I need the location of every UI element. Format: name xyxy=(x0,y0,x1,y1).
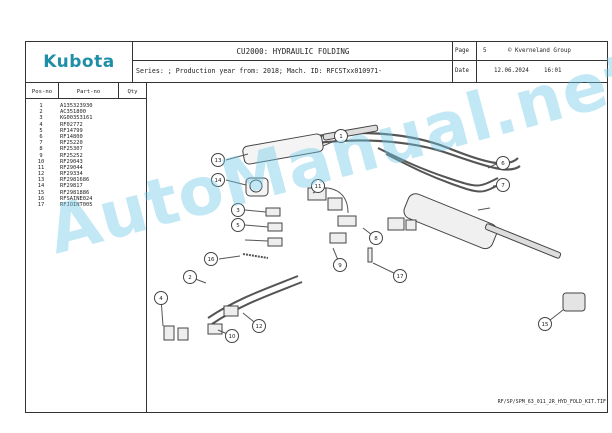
callout-label: 3 xyxy=(236,208,240,214)
header-divider xyxy=(25,82,608,83)
callout-1: 1 xyxy=(334,129,348,143)
table-row-pos: 16 xyxy=(37,195,45,202)
callout-10: 10 xyxy=(225,329,239,343)
callout-label: 12 xyxy=(256,324,263,330)
time-value: 16:01 xyxy=(544,68,562,74)
table-row-part: A135323930 xyxy=(60,103,93,109)
callout-label: 13 xyxy=(215,158,222,164)
meta-row-divider xyxy=(452,60,608,61)
copyright-text: © Kverneland Group xyxy=(508,48,571,54)
table-row-pos: 13 xyxy=(37,177,45,184)
table-row-pos: 10 xyxy=(37,158,45,165)
callout-label: 9 xyxy=(338,263,342,269)
page-number: 5 xyxy=(483,48,487,54)
table-row-part: RF29817 xyxy=(60,183,83,190)
table-row-part: RF25220 xyxy=(60,140,83,147)
table-row-part: RF25307 xyxy=(60,146,83,153)
callout-11: 11 xyxy=(311,179,325,193)
table-row-pos: 2 xyxy=(39,109,43,116)
callout-label: 16 xyxy=(208,257,215,263)
callout-label: 2 xyxy=(188,275,192,281)
table-row-pos: 12 xyxy=(37,171,45,178)
table-row-pos: 4 xyxy=(39,121,43,128)
date-label: Date xyxy=(455,68,469,74)
page-label: Page xyxy=(455,48,469,54)
page-subtitle: Series: ; Production year from: 2018; Ma… xyxy=(136,67,383,75)
table-row-part: KG00353161 xyxy=(60,115,93,122)
column-header-pos: Pos-no xyxy=(31,89,53,95)
callout-label: 1 xyxy=(339,134,343,140)
column-header-part: Part-no xyxy=(76,89,101,95)
callout-label: 7 xyxy=(501,183,505,189)
date-value: 12.06.2024 xyxy=(494,68,529,74)
callout-16: 16 xyxy=(204,252,218,266)
table-row-part: RF25252 xyxy=(60,152,83,159)
callout-13: 13 xyxy=(211,153,225,167)
callout-5: 5 xyxy=(231,218,245,232)
callout-label: 11 xyxy=(315,184,322,190)
table-row-part: RF02772 xyxy=(60,121,83,128)
table-row-part: RF29043 xyxy=(60,158,83,165)
drawing-file-reference: RF/SP/SPM_63_011_2R_HYD_FOLD_KIT.TIF xyxy=(497,399,606,405)
table-row-pos: 8 xyxy=(39,146,43,153)
column-header-qty: Qty xyxy=(127,89,138,95)
table-header-underline xyxy=(25,98,146,99)
callout-14: 14 xyxy=(211,173,225,187)
title-divider xyxy=(132,60,452,61)
table-row-pos: 17 xyxy=(37,202,45,208)
table-row-part: RF14799 xyxy=(60,127,83,134)
table-row-part: AC351800 xyxy=(60,109,86,116)
callout-12: 12 xyxy=(252,319,266,333)
callout-15: 15 xyxy=(538,317,552,331)
table-row-part: RF14800 xyxy=(60,133,83,140)
callout-label: 17 xyxy=(397,274,404,280)
pos-column: 1 2 3 4 5 6 7 8 9 10 11 12 13 14 15 16 1… xyxy=(26,103,56,208)
callout-7: 7 xyxy=(496,178,510,192)
callout-3: 3 xyxy=(231,203,245,217)
table-row-part: RFSAINE024 xyxy=(60,195,93,202)
table-row-part: RF29334 xyxy=(60,171,83,178)
table-row-pos: 1 xyxy=(39,103,43,109)
table-row-pos: 15 xyxy=(37,189,45,196)
table-row-part: RF29044 xyxy=(60,164,83,171)
callout-2: 2 xyxy=(183,270,197,284)
meta-divider xyxy=(452,41,453,83)
table-row-part: RF2981686 xyxy=(60,177,90,184)
page-title: CU2000: HYDRAULIC FOLDING xyxy=(236,47,350,56)
callout-9: 9 xyxy=(333,258,347,272)
brand-logo: Kubota xyxy=(43,52,115,72)
meta-col-divider xyxy=(476,41,477,83)
table-row-part: RFJOINT005 xyxy=(60,202,93,208)
callout-17: 17 xyxy=(393,269,407,283)
table-row-pos: 3 xyxy=(39,115,43,122)
callout-label: 6 xyxy=(501,161,505,167)
table-row-pos: 5 xyxy=(39,127,43,134)
callout-label: 15 xyxy=(542,322,549,328)
callout-label: 5 xyxy=(236,223,240,229)
callout-label: 4 xyxy=(159,296,163,302)
callout-8: 8 xyxy=(369,231,383,245)
table-row-pos: 6 xyxy=(39,133,43,140)
table-row-pos: 7 xyxy=(39,140,43,147)
table-row-pos: 9 xyxy=(39,152,43,159)
callout-label: 14 xyxy=(215,178,222,184)
callout-label: 8 xyxy=(374,236,378,242)
callout-4: 4 xyxy=(154,291,168,305)
callout-label: 10 xyxy=(229,334,236,340)
table-row-pos: 11 xyxy=(37,164,45,171)
part-column: A135323930 AC351800 KG00353161 RF02772 R… xyxy=(60,103,120,208)
table-row-pos: 14 xyxy=(37,183,45,190)
table-col-divider-2 xyxy=(118,82,119,99)
exploded-parts-diagram: 1 2 3 4 5 6 7 8 9 10 11 12 13 14 15 16 1… xyxy=(154,124,586,343)
table-right-border xyxy=(146,82,147,413)
logo-divider xyxy=(132,41,133,83)
table-row-part: RF2981886 xyxy=(60,189,90,196)
table-col-divider-1 xyxy=(58,82,59,99)
page-frame xyxy=(25,41,608,413)
callout-6: 6 xyxy=(496,156,510,170)
